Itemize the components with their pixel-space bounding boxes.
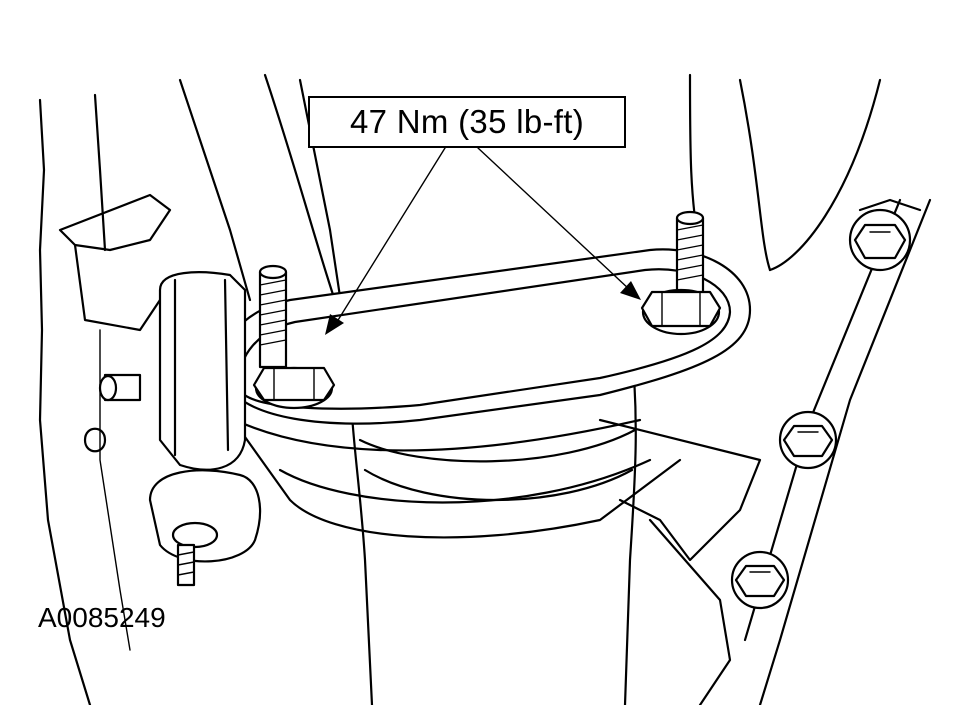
figure-id-label: A0085249 <box>38 602 166 633</box>
transmission-pan <box>730 198 932 707</box>
right-flange-stud <box>640 210 722 336</box>
pan-bolt-bottom <box>730 550 790 610</box>
lower-bracket <box>598 418 762 707</box>
left-frame-rail <box>38 78 252 707</box>
torque-leader-lines <box>325 147 641 335</box>
exhaust-hanger-mount <box>83 271 262 587</box>
pan-bolt-top <box>848 208 912 272</box>
pan-bolt-middle <box>778 410 838 470</box>
left-flange-stud <box>252 264 336 410</box>
torque-callout: 47 Nm (35 lb-ft) <box>308 96 626 148</box>
